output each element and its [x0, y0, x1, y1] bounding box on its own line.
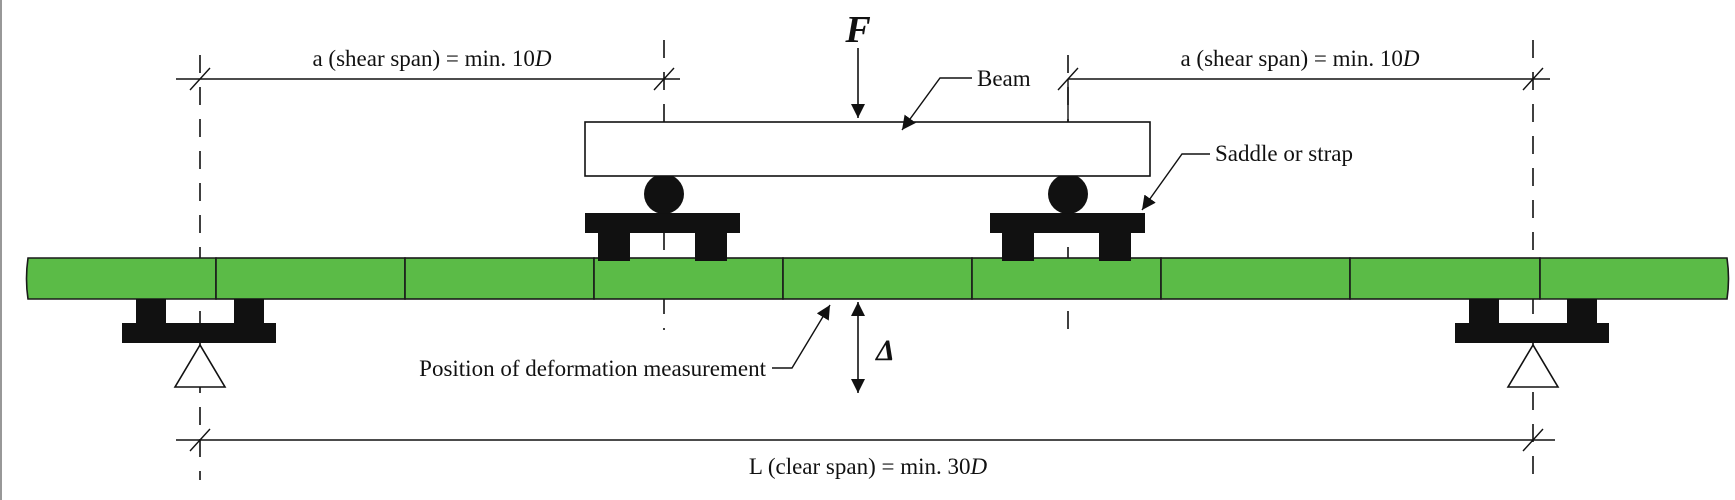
load-saddle-right-post — [1002, 231, 1034, 261]
deformation-leader — [772, 304, 831, 369]
clear-span-dimension: L (clear span) = min. 30D — [176, 428, 1555, 479]
dim-tick — [1522, 67, 1544, 91]
left-support — [122, 299, 276, 388]
pin-support-triangle-left — [173, 343, 227, 388]
shear-span-right-label: a (shear span) = min. 10D — [1180, 46, 1419, 71]
support-saddle-left-post — [234, 299, 264, 325]
shear-span-left-label: a (shear span) = min. 10D — [312, 46, 551, 71]
load-saddle-left-plate — [585, 213, 740, 233]
support-saddle-left — [122, 323, 276, 343]
pipe-segment — [1160, 257, 1351, 300]
pipe-segment — [404, 257, 595, 300]
shear-span-left-dimension: a (shear span) = min. 10D — [176, 46, 680, 91]
beam-leader — [901, 77, 972, 131]
pipe-segment — [782, 257, 973, 300]
shear-span-right-dimension: a (shear span) = min. 10D — [1057, 46, 1550, 122]
dim-tick — [189, 67, 211, 91]
load-saddle-left-post — [598, 231, 630, 261]
force-symbol: F — [844, 9, 870, 51]
left-load-saddle — [585, 174, 740, 261]
right-support — [1455, 299, 1609, 388]
dim-tick — [653, 67, 675, 91]
pipe-segment — [971, 257, 1162, 300]
load-saddle-right-post — [1099, 231, 1131, 261]
support-saddle-right — [1455, 323, 1609, 343]
pipe-segment — [593, 257, 784, 300]
load-saddle-right-plate — [990, 213, 1145, 233]
dim-tick — [189, 428, 211, 452]
pin-support-triangle-right — [1506, 343, 1560, 388]
roller-left — [644, 174, 684, 214]
support-saddle-right-post — [1469, 299, 1499, 325]
pipe-segment — [215, 257, 406, 300]
saddle-leader — [1141, 153, 1210, 211]
load-saddle-left-post — [695, 231, 727, 261]
support-saddle-right-post — [1567, 299, 1597, 325]
dim-tick — [1522, 428, 1544, 452]
pipe-segment — [1539, 257, 1730, 300]
right-load-saddle — [990, 174, 1145, 261]
beam — [584, 121, 1151, 177]
roller-right — [1048, 174, 1088, 214]
saddle-label: Saddle or strap — [1215, 141, 1353, 166]
deformation-symbol: Δ — [875, 334, 895, 367]
pipe-segment — [25, 257, 217, 300]
deformation-label: Position of deformation measurement — [419, 356, 766, 381]
support-saddle-left-post — [136, 299, 166, 325]
pipe — [25, 257, 1730, 300]
beam-label: Beam — [977, 66, 1031, 91]
pipe-segment — [1349, 257, 1541, 300]
clear-span-label: L (clear span) = min. 30D — [749, 454, 988, 479]
